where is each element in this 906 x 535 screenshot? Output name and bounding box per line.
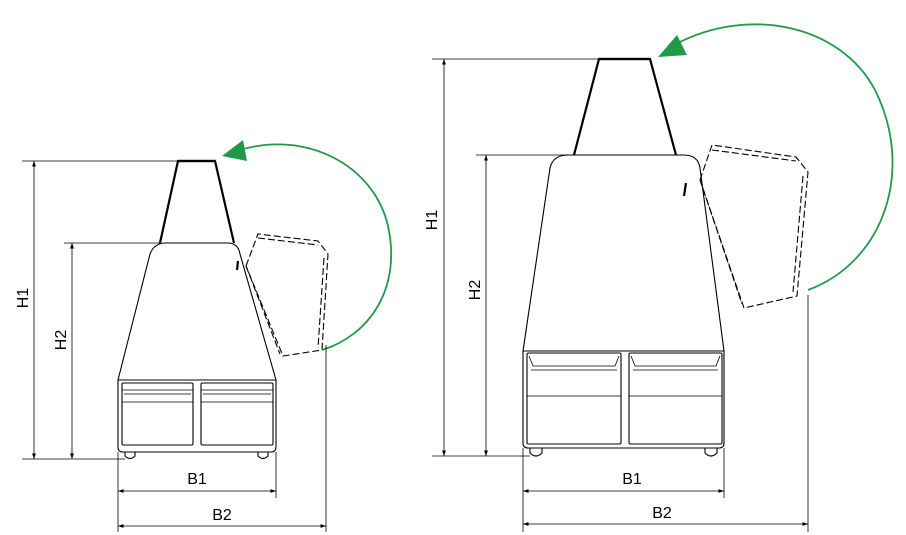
rotation-arrow-small (222, 140, 393, 351)
label-b1-small: B1 (187, 471, 207, 488)
label-h2-small: H2 (53, 330, 70, 351)
machine-large (522, 23, 894, 457)
body-large (522, 154, 725, 352)
body-small (117, 242, 277, 381)
neck-small (158, 159, 236, 244)
label-h1-large: H1 (424, 210, 441, 231)
label-h1-small: H1 (15, 288, 32, 309)
latch-large (682, 182, 688, 197)
dimensions-small: H1 H2 B1 B2 (15, 160, 327, 532)
label-b1-large: B1 (622, 471, 642, 488)
open-lid-small (245, 233, 329, 357)
feet-large (529, 448, 718, 457)
label-b2-large: B2 (652, 505, 672, 522)
drawers-large (522, 350, 725, 449)
machine-small (117, 140, 393, 460)
feet-small (124, 452, 269, 460)
label-h2-large: H2 (467, 280, 484, 301)
label-b2-small: B2 (212, 507, 232, 524)
rotation-arrow-large (658, 23, 894, 291)
drawers-small (117, 379, 277, 453)
neck-large (572, 57, 678, 156)
latch-small (235, 260, 240, 271)
dimensions-large: H1 H2 B1 B2 (424, 58, 809, 532)
open-lid-large (699, 144, 809, 309)
